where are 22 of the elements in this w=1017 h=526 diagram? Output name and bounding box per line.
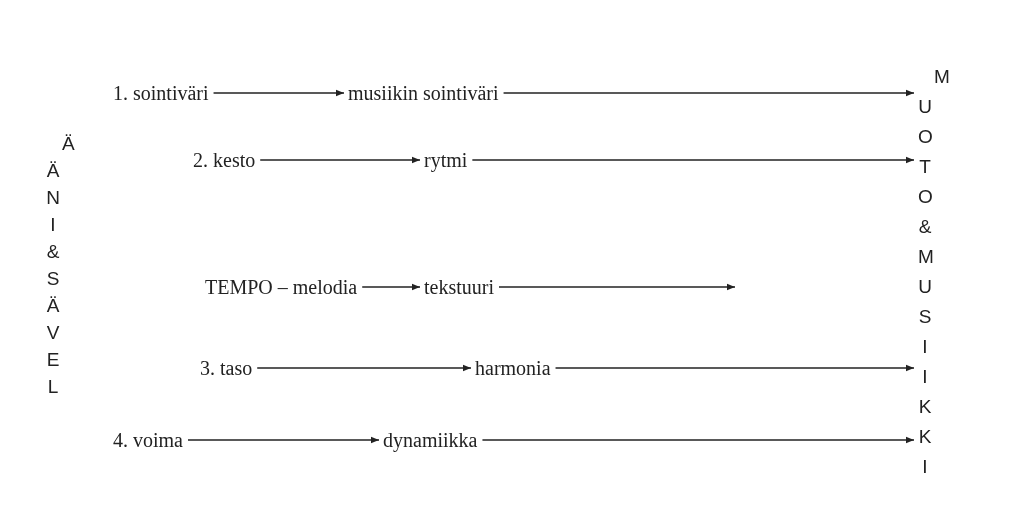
arrow <box>256 364 472 372</box>
term-text: musiikin sointiväri <box>348 81 499 105</box>
term-text: dynamiikka <box>383 428 478 452</box>
term-text: harmonia <box>475 356 551 380</box>
term-text: 4. voima <box>113 428 183 452</box>
term-text: 2. kesto <box>193 148 256 172</box>
arrow <box>187 436 380 444</box>
vertical-heading: MUOTO & MUSIIKKI <box>918 62 948 482</box>
arrow <box>502 89 915 97</box>
arrow <box>554 364 915 372</box>
arrow <box>361 283 421 291</box>
term-text: 3. taso <box>200 356 253 380</box>
arrow <box>481 436 915 444</box>
vertical-heading: ÄÄNI & SÄVEL <box>46 132 76 399</box>
term-text: 1. sointiväri <box>113 81 209 105</box>
arrow <box>259 156 421 164</box>
term-text: TEMPO – melodia <box>205 275 358 299</box>
arrow <box>212 89 345 97</box>
term-text: rytmi <box>424 148 468 172</box>
arrow <box>498 283 736 291</box>
arrow <box>471 156 915 164</box>
term-text: tekstuuri <box>424 275 494 299</box>
